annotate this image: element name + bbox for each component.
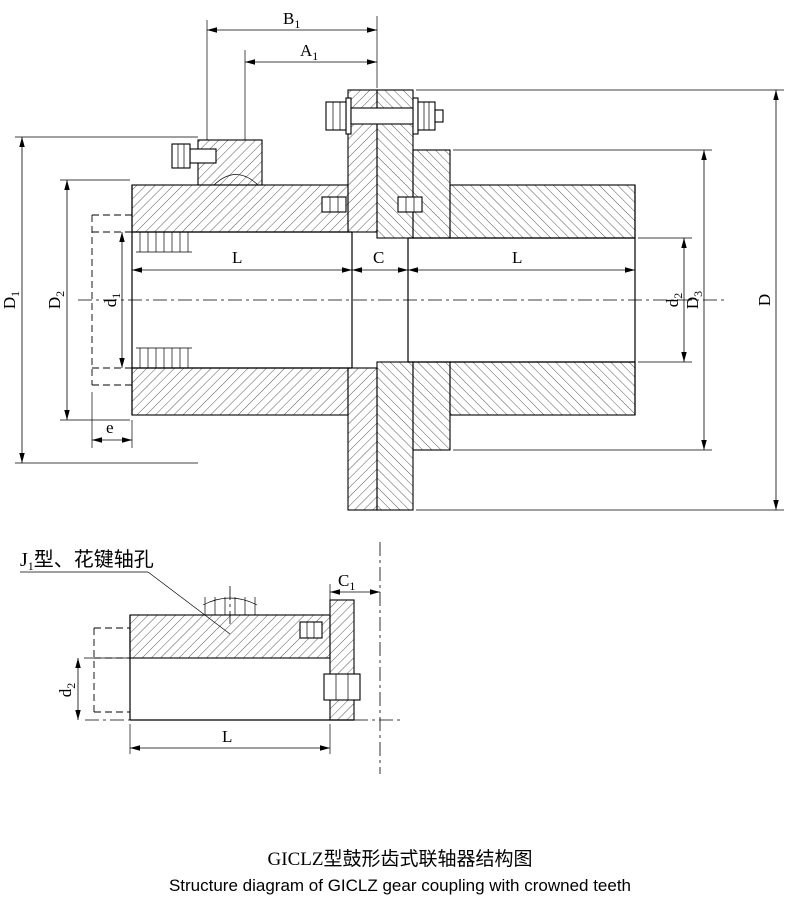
dim-label-l-left: L — [232, 248, 242, 267]
phantom-hub-extension — [91, 214, 132, 386]
flange-bolt — [325, 97, 444, 135]
dimension-d2-low: d2 — [638, 237, 692, 363]
gear-teeth — [136, 174, 259, 368]
dimension-d1-low: d1 — [101, 232, 125, 368]
caption-chinese: GICLZ型鼓形齿式联轴器结构图 — [267, 849, 533, 870]
dim-label-d2-cap: D2 — [45, 291, 67, 309]
dimension-c1: C1 — [329, 571, 380, 602]
dim-label-e: e — [106, 418, 114, 437]
detail-view: J1型、花键轴孔 C1 d2 L — [20, 542, 402, 774]
crowned-tooth-arc — [213, 174, 259, 186]
dim-label-l-right: L — [512, 248, 522, 267]
dim-label-d1-cap: D1 — [0, 291, 22, 309]
annotation-j1-spline: J1型、花键轴孔 — [20, 548, 231, 635]
grease-plugs — [321, 196, 423, 213]
coupling-drawing: B1 A1 L C L D1 D2 d — [0, 9, 784, 774]
bolt-nut — [417, 101, 436, 131]
right-sleeve-section — [376, 89, 636, 511]
detail-phantom-bore — [93, 627, 130, 713]
dimension-b1: B1 — [206, 9, 378, 140]
part-outlines — [131, 185, 636, 415]
bolt-thread-tip — [434, 109, 444, 123]
dim-label-d2-low: d2 — [663, 293, 685, 308]
dimension-a1: A1 — [244, 41, 377, 140]
dimension-d3-cap: D3 — [453, 149, 712, 451]
dim-label-c: C — [373, 248, 384, 267]
bolt-head — [325, 101, 347, 131]
dimension-d1-cap: D1 — [0, 136, 198, 464]
bolt-shank — [350, 107, 414, 125]
dim-label-detail-l: L — [222, 727, 232, 746]
detail-flange-section — [329, 599, 355, 721]
dimension-detail-d2: d2 — [56, 657, 128, 720]
dim-label-d3-cap: D3 — [683, 291, 705, 309]
detail-gear-tooth — [202, 586, 258, 624]
dimension-l-c-l: L C L — [132, 248, 635, 273]
annotation-label: J1型、花键轴孔 — [20, 548, 154, 573]
dim-label-detail-d2: d2 — [56, 683, 78, 698]
dim-label-d1-low: d1 — [101, 293, 123, 308]
lock-bolt-head — [171, 143, 191, 169]
caption-english: Structure diagram of GICLZ gear coupling… — [168, 876, 632, 895]
dim-label-d-cap: D — [755, 294, 774, 306]
bolt-washer-left — [345, 97, 352, 135]
dim-label-b1: B1 — [283, 9, 300, 31]
dimension-d2-cap: D2 — [45, 179, 130, 421]
dimension-d-cap: D — [416, 89, 784, 511]
lock-bolt-shank — [189, 148, 217, 164]
detail-plug — [299, 621, 323, 639]
locking-bolt-assembly — [171, 143, 217, 169]
bolt-washer-right — [412, 97, 419, 135]
dimension-e: e — [91, 392, 133, 448]
main-view: B1 A1 L C L D1 D2 d — [0, 9, 784, 511]
dim-label-c1: C1 — [338, 571, 355, 593]
dim-label-a1: A1 — [300, 41, 318, 63]
dimension-detail-l: L — [129, 724, 331, 754]
detail-bolt — [323, 673, 361, 701]
